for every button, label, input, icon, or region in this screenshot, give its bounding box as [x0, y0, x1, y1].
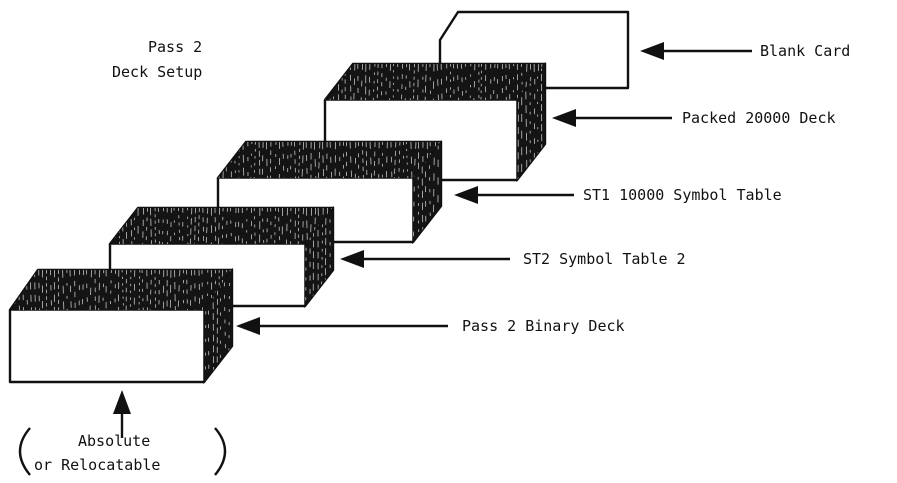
arrow-up-absolute [113, 390, 131, 438]
note-line-2: or Relocatable [34, 456, 160, 474]
left-parenthesis [20, 428, 30, 475]
arrow-blank-card [640, 42, 752, 60]
note-line-1: Absolute [78, 432, 150, 450]
label-blank-card: Blank Card [760, 42, 850, 60]
arrow-pass2-binary [236, 317, 448, 335]
right-parenthesis [215, 428, 225, 475]
label-packed-20000-deck: Packed 20000 Deck [682, 109, 836, 127]
label-st1-symbol-table: ST1 10000 Symbol Table [583, 186, 782, 204]
arrow-st1 [454, 186, 574, 204]
label-pass2-binary-deck: Pass 2 Binary Deck [462, 317, 625, 335]
diagram-title-line-1: Pass 2 [148, 38, 202, 56]
arrow-st2 [340, 250, 510, 268]
diagram-title-line-2: Deck Setup [112, 63, 202, 81]
label-st2-symbol-table: ST2 Symbol Table 2 [523, 250, 686, 268]
arrow-packed-deck [552, 109, 672, 127]
pass2-binary-deck [10, 270, 232, 382]
